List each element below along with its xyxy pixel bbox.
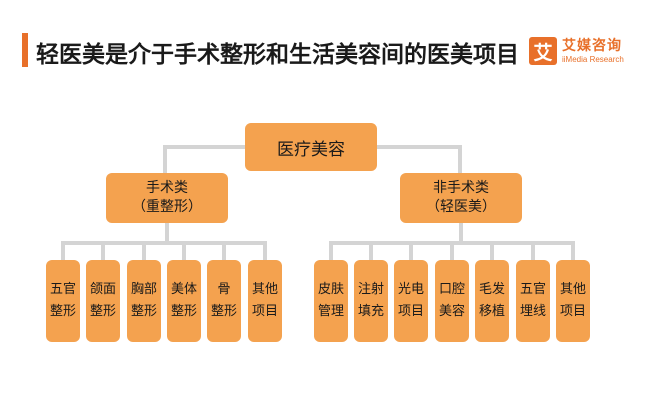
leaf-node: 胸部 整形	[127, 260, 161, 342]
branch-node-line2: （重整形）	[132, 199, 202, 215]
leaf-node: 注射 填充	[354, 260, 388, 342]
leaf-node-line2: 美容	[438, 304, 465, 319]
leaf-node-line2: 整形	[130, 304, 157, 319]
branch-node-line2: （轻医美）	[426, 199, 496, 215]
leaf-node-line1: 五官	[519, 282, 546, 297]
brand-logo: 艾 艾媒咨询 iiMedia Research	[529, 36, 624, 66]
leaf-node-line1: 其他	[559, 282, 586, 297]
leaf-node-line1: 胸部	[130, 282, 157, 297]
leaf-node-line1: 五官	[49, 282, 76, 297]
leaf-node-line1: 皮肤	[317, 282, 344, 297]
leaf-node: 其他 项目	[556, 260, 590, 342]
leaf-node: 五官 埋线	[516, 260, 550, 342]
leaf-node-line1: 颌面	[89, 282, 116, 297]
leaf-node-line2: 填充	[357, 304, 384, 319]
leaf-node: 美体 整形	[167, 260, 201, 342]
leaf-node: 口腔 美容	[435, 260, 469, 342]
branch-node-line1: 非手术类	[433, 180, 489, 196]
branch-node-surgical: 手术类 （重整形）	[106, 173, 228, 223]
branch-node-line1: 手术类	[146, 180, 188, 196]
page-title: 轻医美是介于手术整形和生活美容间的医美项目	[36, 42, 519, 68]
leaf-node-line2: 整形	[210, 304, 237, 319]
leaf-node-line2: 埋线	[519, 304, 546, 319]
leaf-node-line2: 项目	[251, 304, 278, 319]
leaf-node-line1: 注射	[357, 282, 384, 297]
leaf-node-line1: 口腔	[438, 282, 465, 297]
leaf-node-line1: 美体	[170, 282, 197, 297]
leaf-node-line1: 其他	[251, 282, 278, 297]
leaf-node-line2: 移植	[478, 304, 505, 319]
leaf-node-line2: 整形	[170, 304, 197, 319]
leaf-node: 颌面 整形	[86, 260, 120, 342]
leaf-node-line2: 管理	[317, 304, 344, 319]
leaf-node-line2: 项目	[559, 304, 586, 319]
leaf-node-line1: 骨	[217, 282, 231, 297]
leaf-node-line2: 整形	[89, 304, 116, 319]
branch-node-non-surgical: 非手术类 （轻医美）	[400, 173, 522, 223]
logo-name-cn: 艾媒咨询	[562, 37, 622, 54]
leaf-node: 皮肤 管理	[314, 260, 348, 342]
leaf-node: 光电 项目	[394, 260, 428, 342]
leaf-node-line1: 光电	[397, 282, 424, 297]
logo-name-en: iiMedia Research	[562, 54, 624, 64]
root-node: 医疗美容	[245, 123, 377, 171]
title-accent-bar	[22, 33, 28, 67]
leaf-node: 骨 整形	[207, 260, 241, 342]
leaf-node-line2: 整形	[49, 304, 76, 319]
leaf-node-line1: 毛发	[478, 282, 505, 297]
root-node-label: 医疗美容	[277, 139, 345, 160]
leaf-node: 五官 整形	[46, 260, 80, 342]
leaf-node: 毛发 移植	[475, 260, 509, 342]
logo-text: 艾媒咨询 iiMedia Research	[562, 39, 624, 64]
leaf-node: 其他 项目	[248, 260, 282, 342]
leaf-node-line2: 项目	[397, 304, 424, 319]
logo-mark-icon: 艾	[529, 37, 557, 65]
